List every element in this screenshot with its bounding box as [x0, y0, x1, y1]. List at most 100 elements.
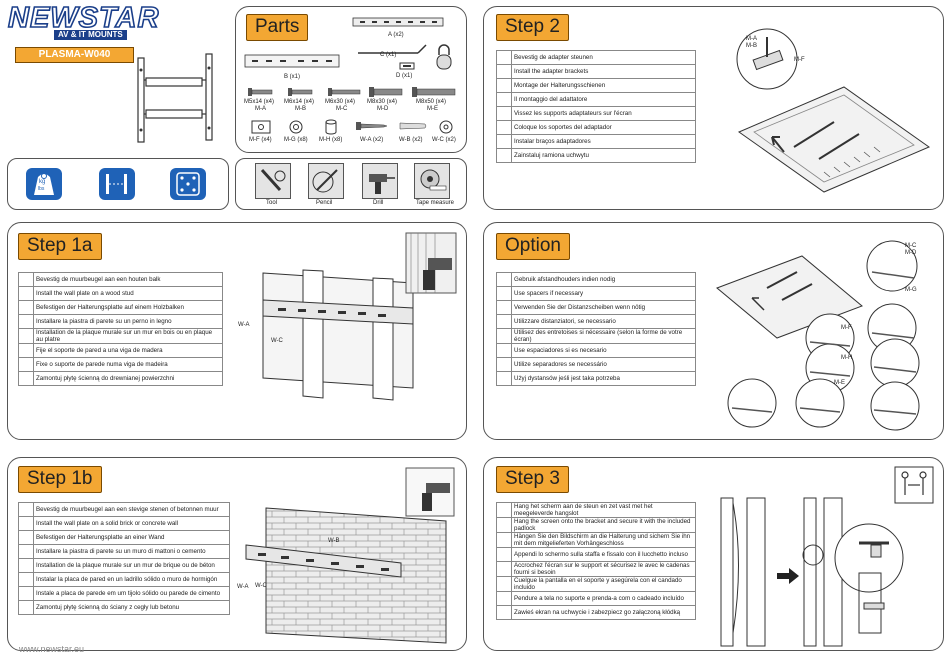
part-w-b-label: W-B (x2) — [399, 137, 423, 143]
instruction-text: Accrochez l'écran sur le support et sécu… — [511, 561, 696, 577]
instruction-text: Installation de la plaque murale sur un … — [33, 558, 230, 573]
pencil-tool-box — [308, 163, 344, 199]
language-flag-cell — [496, 576, 512, 592]
part-d-label: D (x1) — [396, 73, 413, 79]
instruction-text: Zawieś ekran na uchwycie i zabezpiecz go… — [511, 605, 696, 620]
instruction-text: Fixe o suporte de parede numa viga de ma… — [33, 357, 223, 372]
screw-m-d-code: M-D — [377, 106, 389, 112]
instruction-row: Use spacers if necessary — [496, 286, 696, 301]
spacer-m-h-icon — [325, 119, 337, 135]
option-label-me: M-E — [834, 380, 845, 386]
instruction-text: Bevestig de muurbeugel aan een houten ba… — [33, 272, 223, 287]
instruction-row: Instale a placa de parede em um tijolo s… — [18, 586, 230, 601]
step2-label-mb: M-B — [746, 43, 757, 49]
option-label-mf: M-F — [841, 325, 852, 331]
screw-m-d-icon — [369, 87, 403, 97]
instruction-row: Zawieś ekran na uchwycie i zabezpiecz go… — [496, 605, 696, 620]
language-flag-cell — [496, 148, 512, 163]
screw-m-a-icon — [248, 88, 273, 96]
step1b-title: Step 1b — [18, 466, 102, 493]
instruction-text: Instalar la placa de pared en un ladrill… — [33, 572, 230, 587]
option-panel: Option Gebruik afstandhouders indien nod… — [483, 222, 944, 440]
weight-unit-kg: kg — [39, 179, 46, 185]
language-flag-cell — [496, 343, 512, 358]
drill-icon — [369, 174, 395, 194]
instruction-row: Instalar la placa de pared en un ladrill… — [18, 572, 230, 587]
language-flag-cell — [496, 328, 512, 344]
step3-illustration — [720, 466, 934, 647]
instruction-row: Install the wall plate on a wood stud — [18, 286, 223, 301]
instruction-row: Installation de la plaque murale sur un … — [18, 558, 230, 573]
instruction-row: Hang the screen onto the bracket and sec… — [496, 517, 696, 533]
logo-tagline: AV & IT MOUNTS — [54, 30, 127, 40]
instruction-row: Zamontuj płytę ścienną do ściany z cegły… — [18, 600, 230, 615]
screw-m-b-code: M-B — [295, 106, 306, 112]
step1b-label-wa: W-A — [237, 584, 249, 590]
pencil-label: Pencil — [316, 200, 333, 206]
logo-wordmark: NEWSTAR — [7, 1, 160, 35]
instruction-text: Verwenden Sie der Distanzscheiben wenn n… — [511, 300, 696, 315]
step1b-label-wb: W-B — [328, 538, 340, 544]
instruction-text: Use spacers if necessary — [511, 286, 696, 301]
instruction-text: Installare la piastra di parete su un mu… — [33, 544, 230, 559]
language-flag-cell — [496, 605, 512, 620]
website-footer: www.newstar.eu — [19, 644, 85, 654]
tools-panel: Tool Pencil Drill Tape measure — [235, 158, 467, 210]
language-flag-cell — [496, 134, 512, 149]
step3-panel: Step 3 Hang het scherm aan de steun en z… — [483, 457, 944, 651]
instruction-row: Utilisez des entretoises si nécessaire (… — [496, 328, 696, 344]
instruction-text: Fije el soporte de pared a una viga de m… — [33, 343, 223, 358]
part-c-label: C (x1) — [380, 52, 397, 58]
part-w-a-label: W-A (x2) — [360, 137, 384, 143]
option-label-mg: M-G — [905, 287, 917, 293]
language-flag-cell — [496, 532, 512, 548]
part-d-illustration — [399, 62, 415, 70]
instruction-row: Utilizzare distanziatori, se necessario — [496, 314, 696, 329]
product-image — [137, 53, 213, 143]
screwdriver-tool-box — [255, 163, 291, 199]
specs-panel: kg lbs — [7, 158, 229, 210]
drill-label: Drill — [373, 200, 384, 206]
instruction-row: Installare la piastra di parete su un mu… — [18, 544, 230, 559]
weight-unit-lbs: lbs — [38, 186, 45, 192]
part-c-illustration — [358, 44, 427, 54]
instruction-text: Bevestig de adapter steunen — [511, 50, 696, 65]
tape-measure-tool-box — [414, 163, 450, 199]
language-flag-cell — [18, 371, 34, 386]
instruction-text: Utilisez des entretoises si nécessaire (… — [511, 328, 696, 344]
language-flag-cell — [496, 78, 512, 93]
vesa-pattern-icon — [170, 168, 206, 200]
language-flag-cell — [18, 600, 34, 615]
step1b-instructions-table: Bevestig de muurbeugel aan een stevige s… — [18, 502, 230, 615]
screwdriver-icon — [260, 168, 286, 192]
language-flag-cell — [496, 502, 512, 518]
tilt-range-icon — [99, 168, 135, 200]
option-title: Option — [496, 233, 570, 260]
instruction-text: Befestigen der Halterungsplatte auf eine… — [33, 300, 223, 315]
instruction-row: Use espaciadores si es necesario — [496, 343, 696, 358]
instruction-row: Install the wall plate on a solid brick … — [18, 516, 230, 531]
step3-instructions-table: Hang het scherm aan de steun en zet vast… — [496, 502, 696, 620]
language-flag-cell — [18, 272, 34, 287]
instruction-text: Hang the screen onto the bracket and sec… — [511, 517, 696, 533]
step1b-label-wc: W-C — [255, 583, 267, 589]
instruction-row: Użyj dystansów jeśli jest taka potrzeba — [496, 371, 696, 386]
instruction-text: Gebruik afstandhouders indien nodig — [511, 272, 696, 287]
instruction-text: Bevestig de muurbeugel aan een stevige s… — [33, 502, 230, 517]
padlock-icon — [436, 44, 452, 70]
part-b-label: B (x1) — [284, 74, 301, 80]
language-flag-cell — [18, 544, 34, 559]
parts-title: Parts — [246, 14, 309, 41]
screw-m-e-code: M-E — [427, 106, 438, 112]
drill-tool-box — [362, 163, 398, 199]
screw-m-e-icon — [412, 87, 456, 97]
instruction-text: Utilizzare distanziatori, se necessario — [511, 314, 696, 329]
instruction-row: Bevestig de muurbeugel aan een houten ba… — [18, 272, 223, 287]
instruction-row: Instalar braços adaptadores — [496, 134, 696, 149]
language-flag-cell — [18, 572, 34, 587]
instruction-row: Utilize separadores se necessário — [496, 357, 696, 372]
step1a-label-wc: W-C — [271, 338, 283, 344]
instruction-row: Il montaggio del adattatore — [496, 92, 696, 107]
instruction-text: Installare la piastra di parete su un pe… — [33, 314, 223, 329]
